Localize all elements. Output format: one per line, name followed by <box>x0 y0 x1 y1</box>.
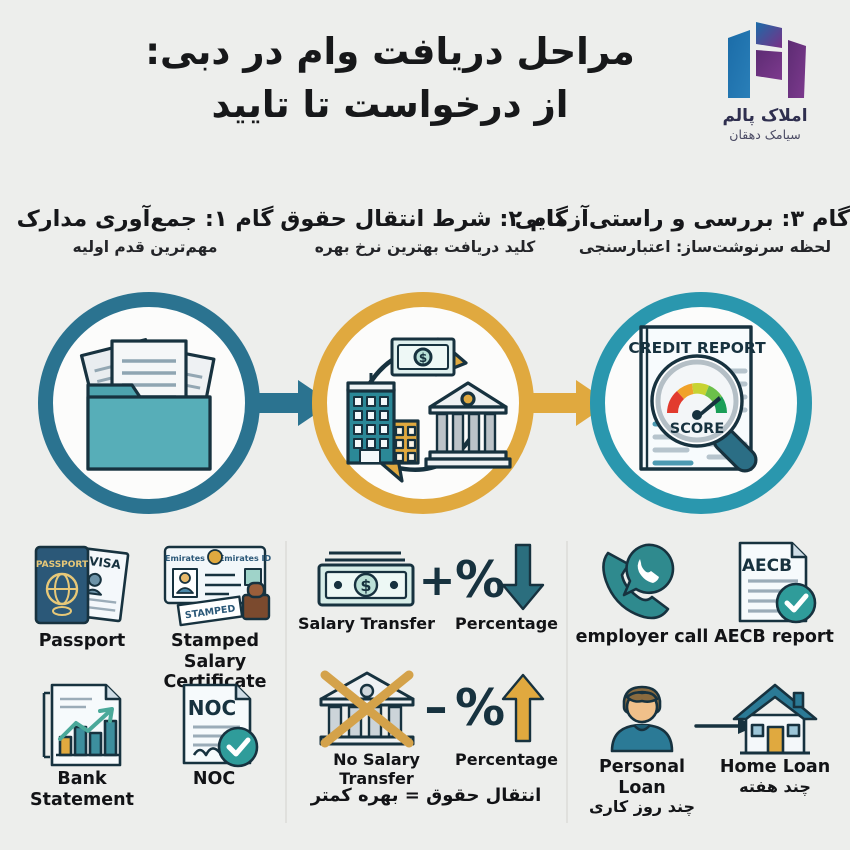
salary-transfer-cycle-icon: $ <box>338 317 512 489</box>
credit-score-label: SCORE <box>670 421 724 437</box>
svg-text:$: $ <box>360 576 371 595</box>
verify-item-personal-loan: Personal Loan چند روز کاری <box>574 681 710 817</box>
brand-logo: املاک پالم سیامک دهقان <box>700 18 830 148</box>
verify-label-employer-call: employer call <box>575 627 709 647</box>
svg-text:$: $ <box>419 351 427 365</box>
credit-report-magnifier-icon: CREDIT REPORT <box>621 321 781 485</box>
salary-percent-symbol-2: % <box>455 679 505 737</box>
step-1-circle <box>38 292 260 514</box>
page-title: مراحل دریافت وام در دبی: از درخواست تا ت… <box>120 26 660 131</box>
aecb-report-check-icon: AECB <box>706 539 842 627</box>
step-3-heading-block: گام ۳: بررسی و راستی‌آزمایی لحظه سرنوشت‌… <box>514 205 850 257</box>
doc-item-salary-certificate: Emirates Emirates ID STAMPED <box>140 539 290 693</box>
verify-label-home-loan: Home Loan <box>719 757 831 777</box>
panel-divider-right <box>566 541 568 823</box>
verify-label-personal-loan: Personal Loan <box>598 757 686 798</box>
title-line-2: از درخواست تا تایید <box>211 82 569 126</box>
no-salary-transfer-minus-percent-icon: – % <box>296 667 560 751</box>
svg-text:VISA: VISA <box>88 554 122 572</box>
step-1-heading: گام ۱: جمع‌آوری مدارک <box>16 206 274 232</box>
salary-row-2-right-label: Percentage <box>455 750 558 769</box>
verify-item-aecb-report: AECB AECB report <box>706 539 842 648</box>
step-2-heading: گام ۲: شرط انتقال حقوق <box>280 206 568 232</box>
person-icon <box>574 681 710 757</box>
step-3-subheading: لحظه سرنوشت‌ساز: اعتبارسنجی <box>578 238 832 257</box>
verify-item-employer-call: employer call <box>574 539 710 648</box>
arrow-up-icon <box>501 673 545 743</box>
emirates-id-stamp-icon: Emirates Emirates ID STAMPED <box>140 539 290 631</box>
salary-operator-minus: – <box>425 680 448 734</box>
bank-statement-chart-icon <box>12 681 152 769</box>
phone-call-icon <box>574 539 710 627</box>
salary-transfer-plus-percent-icon: $ + % <box>296 537 560 615</box>
steps-diagram: $ <box>0 292 850 522</box>
verify-sublabel-personal-loan: چند روز کاری <box>589 797 695 817</box>
step-1-heading-block: گام ۱: جمع‌آوری مدارک مهم‌ترین قدم اولیه <box>0 205 290 256</box>
salary-row-1: $ + % Salary Transfer Percentage <box>296 537 560 634</box>
verify-sublabel-home-loan: چند هفته <box>739 776 811 796</box>
salary-operator-plus: + <box>419 555 456 606</box>
house-icon <box>710 681 840 757</box>
noc-document-check-icon: NOC <box>144 681 284 769</box>
salary-percent-symbol-1: % <box>455 551 505 609</box>
step-headings: گام ۱: جمع‌آوری مدارک مهم‌ترین قدم اولیه… <box>0 205 850 285</box>
verify-label-aecb-report: AECB report <box>714 627 834 647</box>
doc-label-salary-certificate-line1: Stamped Salary <box>171 631 259 672</box>
svg-text:Emirates ID: Emirates ID <box>219 554 272 563</box>
step-2-circle: $ <box>312 292 534 514</box>
doc-item-passport: VISA PASSPORT Passport <box>12 539 152 652</box>
step-2-heading-block: گام ۲: شرط انتقال حقوق کلید دریافت بهتری… <box>280 205 568 257</box>
folder-documents-icon <box>70 323 228 483</box>
step-1-subheading: مهم‌ترین قدم اولیه <box>72 238 218 257</box>
logo-mark-icon <box>710 18 820 104</box>
svg-text:PASSPORT: PASSPORT <box>36 560 89 570</box>
salary-row-1-right-label: Percentage <box>455 614 558 633</box>
doc-label-bank-statement-line1: Bank <box>57 769 107 789</box>
noc-doc-text: NOC <box>188 696 236 720</box>
verify-item-home-loan: Home Loan چند هفته <box>710 681 840 797</box>
arrow-1-2-icon <box>248 380 334 426</box>
doc-item-bank-statement: Bank Statement <box>12 681 152 810</box>
arrow-2-3-icon <box>526 380 612 426</box>
salary-row-1-left-label: Salary Transfer <box>298 614 435 633</box>
arrow-down-icon <box>501 543 545 611</box>
panel-divider-left <box>285 541 287 823</box>
salary-caption-fa: انتقال حقوق = بهره کمتر <box>310 785 542 806</box>
aecb-doc-text: AECB <box>742 556 792 576</box>
logo-name: املاک پالم <box>722 106 808 126</box>
cross-out-icon <box>320 670 414 748</box>
title-line-1: مراحل دریافت وام در دبی: <box>145 30 635 73</box>
doc-label-passport: Passport <box>38 631 126 651</box>
step-3-heading: گام ۳: بررسی و راستی‌آزمایی <box>514 206 850 232</box>
step-2-subheading: کلید دریافت بهترین نرخ بهره <box>314 238 536 257</box>
svg-text:Emirates: Emirates <box>165 554 205 563</box>
doc-item-noc: NOC NOC <box>144 681 284 790</box>
credit-report-doc-title: CREDIT REPORT <box>628 339 766 357</box>
logo-subtitle: سیامک دهقان <box>729 127 801 142</box>
passport-visa-icon: VISA PASSPORT <box>12 539 152 631</box>
doc-label-bank-statement-line2: Statement <box>30 789 134 810</box>
salary-row-2-left-label: No Salary Transfer <box>333 750 420 788</box>
bottom-panels: VISA PASSPORT Passport <box>0 533 850 833</box>
salary-row-2: – % No Salary Transfer Percentage <box>296 667 560 789</box>
doc-label-noc: NOC <box>192 769 236 789</box>
step-3-circle: CREDIT REPORT <box>590 292 812 514</box>
